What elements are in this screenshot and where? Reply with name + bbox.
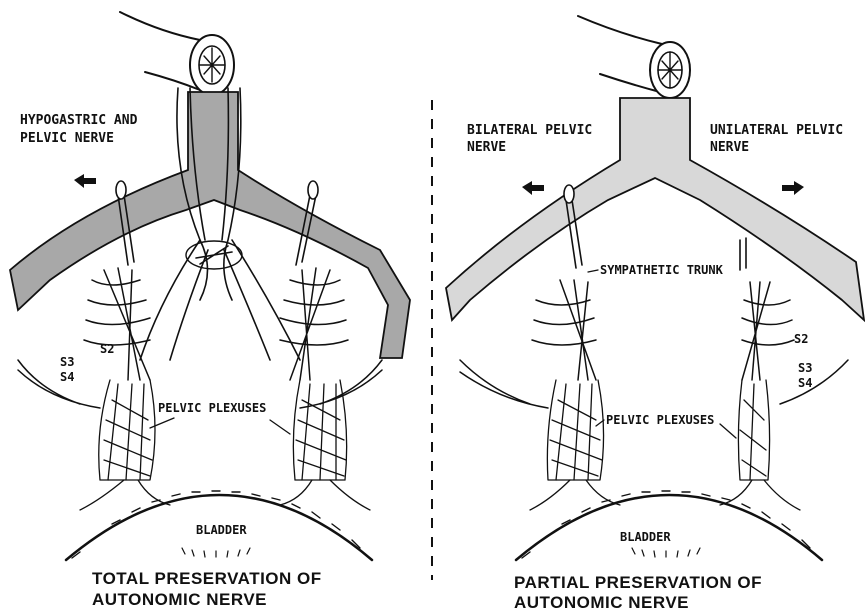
unilateral-label-line2: NERVE [710, 140, 749, 155]
sympathetic-trunk-label: SYMPATHETIC TRUNK [600, 263, 724, 277]
caption-right-line1: PARTIAL PRESERVATION OF [514, 573, 762, 592]
bladder-label-right: BLADDER [620, 530, 671, 544]
aorta-tube-right [578, 16, 690, 98]
pelvic-plexuses-label-right: PELVIC PLEXUSES [606, 413, 714, 427]
sacral-roots-left [18, 268, 382, 408]
bilateral-label-line2: NERVE [467, 140, 506, 155]
sympathetic-pointer [588, 270, 598, 272]
aorta-tube-left [120, 12, 234, 95]
left-panel: HYPOGASTRIC AND PELVIC NERVE S2 S3 S4 PE… [10, 12, 410, 609]
s4-label-right: S4 [798, 376, 812, 390]
right-panel: BILATERAL PELVIC NERVE UNILATERAL PELVIC… [446, 16, 864, 612]
hypogastric-label-line1: HYPOGASTRIC AND [20, 113, 138, 128]
hypogastric-label-line2: PELVIC NERVE [20, 131, 114, 146]
bladder-label-left: BLADDER [196, 523, 247, 537]
s3-label-left: S3 [60, 355, 74, 369]
s2-label-right: S2 [794, 332, 808, 346]
caption-right-line2: AUTONOMIC NERVE [514, 593, 689, 612]
caption-left-line2: AUTONOMIC NERVE [92, 590, 267, 609]
bilateral-label-line1: BILATERAL PELVIC [467, 123, 592, 138]
bladder-right [516, 491, 822, 560]
s2-label-left: S2 [100, 342, 114, 356]
sacral-roots-right [460, 280, 848, 408]
arrow-left-panel [74, 174, 96, 188]
unilateral-label-line1: UNILATERAL PELVIC [710, 123, 843, 138]
arrow-right-panel-right [782, 181, 804, 195]
caption-left-line1: TOTAL PRESERVATION OF [92, 569, 322, 588]
arrow-right-panel-left [522, 181, 544, 195]
pelvic-plexuses-label-left: PELVIC PLEXUSES [158, 401, 266, 415]
s3-label-right: S3 [798, 361, 812, 375]
s4-label-left: S4 [60, 370, 74, 384]
pelvic-plexus-left-mesh [80, 380, 370, 510]
plexus-pointer-left-a [150, 418, 290, 434]
